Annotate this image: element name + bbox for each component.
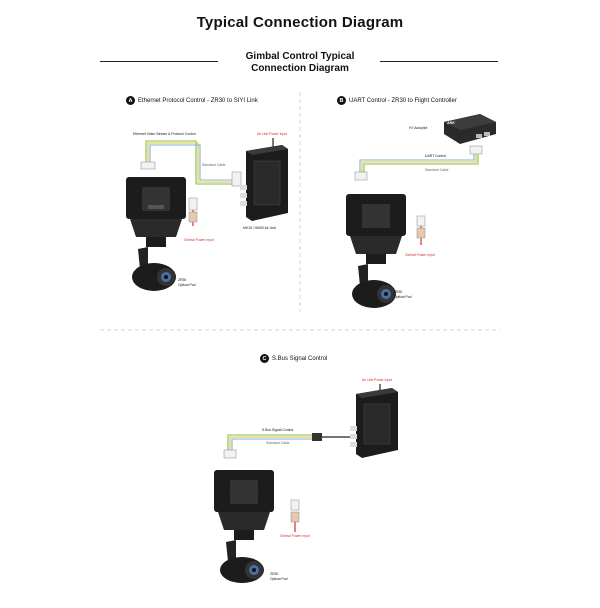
page-subtitle: Gimbal Control Typical Connection Diagra…	[200, 51, 400, 75]
gimbal-camera-c	[214, 470, 274, 583]
section-a-standard-cable: Standard Cable	[202, 163, 226, 167]
section-a-camera-name: ZR30	[178, 278, 187, 282]
subtitle-rule-right	[380, 61, 498, 62]
section-a-camera-sub: Optical Pod	[178, 283, 196, 287]
section-a-ethernet-label: Ethernet Video Stream & Protocol Control	[133, 132, 196, 136]
section-a-air-unit-power: Air Unit Power Input	[257, 132, 288, 136]
section-a-gimbal-power: Gimbal Power Input	[184, 238, 214, 242]
section-a-title: Ethernet Protocol Control - ZR30 to SIYI…	[138, 97, 258, 104]
section-c-standard-cable: Standard Cable	[266, 441, 290, 445]
section-b-camera-sub: Optical Pod	[394, 295, 412, 299]
section-c-sbus-label: S.Bus Signal Control	[262, 428, 294, 432]
section-b-standard-cable: Standard Cable	[425, 168, 449, 172]
section-b-badge: B	[337, 96, 346, 105]
subtitle-line-2: Connection Diagram	[251, 63, 349, 74]
page-title: Typical Connection Diagram	[196, 14, 404, 31]
section-c-title: S.Bus Signal Control	[272, 355, 328, 362]
gimbal-camera-a	[126, 177, 186, 291]
section-c-air-unit-power: Air Unit Power Input	[362, 378, 393, 382]
autopilot-brand: ARK	[447, 121, 455, 125]
section-b-uart-label: UART Control	[425, 154, 446, 158]
section-a-heading: A Ethernet Protocol Control - ZR30 to SI…	[126, 96, 258, 105]
section-c-camera-name: ZR30	[270, 572, 279, 576]
section-c-gimbal-power: Gimbal Power Input	[280, 534, 310, 538]
autopilot-device	[444, 114, 496, 144]
gimbal-camera-b	[346, 194, 406, 308]
air-unit-device-a	[240, 145, 288, 221]
section-b-heading: B UART Control - ZR30 to Flight Controll…	[337, 96, 457, 105]
section-b-gimbal-power: Gimbal Power Input	[405, 253, 435, 257]
section-b-camera-name: ZR30	[394, 290, 403, 294]
subtitle-rule-left	[100, 61, 218, 62]
subtitle-line-1: Gimbal Control Typical	[245, 51, 355, 62]
section-c-camera-sub: Optical Pod	[270, 577, 288, 581]
air-unit-device-c	[350, 388, 398, 458]
section-b-title: UART Control - ZR30 to Flight Controller	[349, 97, 457, 104]
section-c-heading: C S.Bus Signal Control	[260, 354, 327, 363]
section-c-badge: C	[260, 354, 269, 363]
section-a-badge: A	[126, 96, 135, 105]
section-b-autopilot: H7 Autopilot	[409, 126, 428, 130]
section-a-air-unit-name: MK15 / HM30 Air Unit	[243, 226, 276, 230]
